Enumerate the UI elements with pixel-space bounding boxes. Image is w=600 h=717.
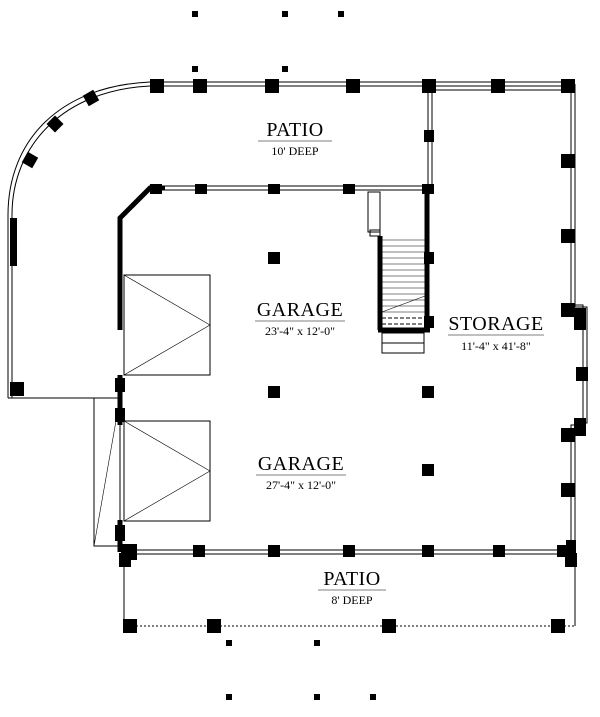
garage-door-lower [93, 397, 211, 547]
column [561, 483, 575, 497]
label-patio-top: PATIO 10' DEEP [258, 119, 332, 158]
room-size: 8' DEEP [331, 593, 372, 607]
columns [10, 79, 588, 633]
column [561, 79, 575, 93]
column [424, 252, 434, 264]
column [268, 184, 280, 194]
column [422, 79, 436, 93]
room-name: PATIO [323, 568, 380, 590]
column [382, 619, 396, 633]
column [10, 218, 17, 266]
garage-walls [117, 185, 567, 555]
column [150, 184, 162, 194]
column [561, 229, 575, 243]
room-name: PATIO [266, 119, 323, 141]
column [207, 619, 221, 633]
column [424, 316, 434, 328]
column [343, 545, 355, 557]
column [193, 545, 205, 557]
column [561, 428, 575, 442]
label-garage-lower: GARAGE 27'-4" x 12'-0" [256, 453, 346, 492]
column [268, 252, 280, 264]
stair [367, 191, 430, 354]
room-name: GARAGE [258, 453, 344, 475]
garage-door-upper [123, 274, 211, 376]
column [422, 545, 434, 557]
column [561, 303, 575, 317]
column [123, 619, 137, 633]
label-storage: STORAGE 11'-4" x 41'-8" [448, 313, 544, 353]
footing-dots [192, 11, 376, 700]
column [268, 386, 280, 398]
column [193, 79, 207, 93]
room-size: 11'-4" x 41'-8" [461, 339, 531, 353]
column [268, 545, 280, 557]
column [346, 79, 360, 93]
column [424, 130, 434, 142]
column [551, 619, 565, 633]
column [493, 545, 505, 557]
column [21, 151, 39, 169]
column [574, 308, 586, 330]
column [565, 553, 577, 567]
column [115, 525, 125, 541]
column [115, 408, 125, 422]
room-name: GARAGE [257, 299, 343, 321]
column [195, 184, 207, 194]
column [561, 154, 575, 168]
column [115, 378, 125, 392]
room-size: 23'-4" x 12'-0" [265, 324, 335, 338]
label-patio-bottom: PATIO 8' DEEP [318, 568, 386, 607]
column [566, 540, 576, 560]
column [82, 89, 100, 107]
column [422, 184, 434, 194]
column [422, 464, 434, 476]
column [576, 367, 588, 381]
column [119, 553, 131, 567]
column [422, 386, 434, 398]
column [491, 79, 505, 93]
column [10, 382, 24, 396]
column [150, 79, 164, 93]
room-size: 27'-4" x 12'-0" [266, 478, 336, 492]
label-garage-upper: GARAGE 23'-4" x 12'-0" [255, 299, 345, 338]
room-name: STORAGE [448, 313, 543, 335]
column [574, 418, 586, 436]
room-size: 10' DEEP [271, 144, 318, 158]
column [343, 184, 355, 194]
column [265, 79, 279, 93]
